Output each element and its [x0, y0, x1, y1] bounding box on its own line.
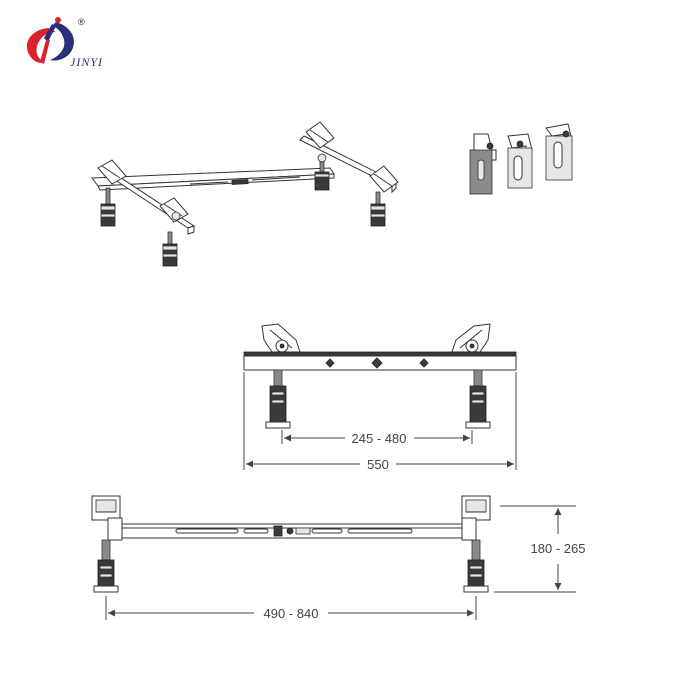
front-view: 180 - 265 490 - 840: [91, 495, 586, 621]
dim-inner-foot-span: 245 - 480: [352, 431, 407, 446]
registered-mark: ®: [78, 17, 85, 27]
side-view: 245 - 480 550: [243, 323, 517, 472]
brand-logo: ® JINYI: [26, 17, 103, 69]
logo-icon: [26, 17, 75, 64]
brand-name: JINYI: [70, 55, 103, 69]
bracket-clip-icon: [469, 123, 573, 195]
isometric-frame-view: [91, 121, 399, 267]
dim-height-range: 180 - 265: [531, 541, 586, 556]
dim-long-span: 490 - 840: [264, 606, 319, 621]
dim-overall-length: 550: [367, 457, 389, 472]
